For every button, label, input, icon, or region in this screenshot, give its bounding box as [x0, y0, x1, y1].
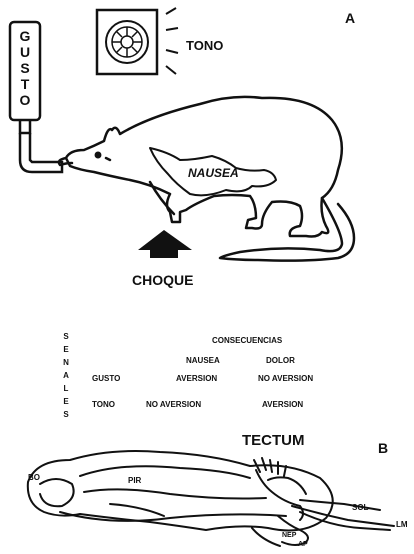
- speaker-icon: [97, 8, 178, 74]
- cell-tono-nausea: NO AVERSION: [146, 400, 201, 409]
- brain-label-pir: PIR: [128, 476, 141, 485]
- panel-label-b: B: [378, 440, 388, 456]
- brain-label-lm: LM: [396, 520, 408, 529]
- choque-label: CHOQUE: [132, 272, 193, 288]
- brain-label-bo: BO: [28, 473, 40, 482]
- senales-label: SENALES: [62, 330, 70, 421]
- brain-label-sol: SOL: [352, 503, 368, 512]
- tectum-title: TECTUM: [242, 432, 305, 449]
- brain-label-nep: NEP: [282, 532, 296, 539]
- bottle-label: GUSTO: [17, 28, 33, 108]
- row-signal-tono: TONO: [92, 400, 115, 409]
- brain-label-ap: AP: [298, 541, 308, 548]
- brain-drawing: [28, 451, 394, 546]
- consecuencias-header: CONSECUENCIAS: [212, 336, 282, 345]
- shock-arrow-icon: [138, 230, 192, 258]
- tono-label: TONO: [186, 38, 223, 53]
- panel-label-a: A: [345, 10, 355, 26]
- cell-tono-dolor: AVERSION: [262, 400, 303, 409]
- column-header-dolor: DOLOR: [266, 356, 295, 365]
- cell-gusto-nausea: AVERSION: [176, 374, 217, 383]
- nausea-label: NAUSEA: [188, 166, 239, 180]
- column-header-nausea: NAUSEA: [186, 356, 220, 365]
- cell-gusto-dolor: NO AVERSION: [258, 374, 313, 383]
- row-signal-gusto: GUSTO: [92, 374, 120, 383]
